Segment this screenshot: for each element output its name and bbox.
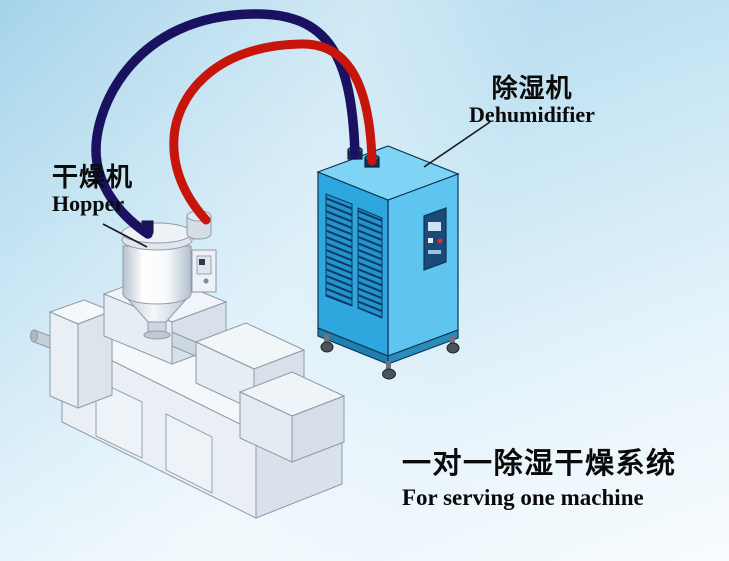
caster-fork <box>450 335 455 343</box>
system-title: 一对一除湿干燥系统 For serving one machine <box>402 448 677 511</box>
caster-wheel <box>446 342 460 354</box>
dehumidifier-leader-line <box>423 121 491 168</box>
dehumidifier-label-cn: 除湿机 <box>491 73 573 103</box>
dehumidifier-side-face <box>387 173 459 357</box>
hopper-label-en: Hopper <box>52 191 125 217</box>
dry-air-hose <box>169 39 377 225</box>
machine-front-panel <box>95 379 143 459</box>
caster-fork <box>324 334 329 342</box>
hopper-gauge-window <box>199 259 205 265</box>
extruder-machine <box>30 273 346 519</box>
caster-wheel <box>382 368 396 380</box>
vent-grille <box>357 207 383 319</box>
motor-box-front <box>49 311 79 409</box>
control-panel <box>423 207 447 271</box>
caster-fork <box>386 361 391 369</box>
hopper-label: 干燥机 Hopper <box>52 162 134 217</box>
hopper-leader-line <box>102 223 148 248</box>
system-title-en: For serving one machine <box>402 485 644 511</box>
dehumidifier-label: 除湿机 Dehumidifier <box>452 73 612 128</box>
hopper-label-cn: 干燥机 <box>52 162 134 192</box>
right-box-side <box>291 395 345 463</box>
control-button[interactable] <box>428 238 433 243</box>
control-slot <box>428 250 441 254</box>
caster-wheels <box>320 334 460 380</box>
caster-wheel <box>320 341 334 353</box>
die-face <box>30 329 38 343</box>
hopper-gauge-dial <box>203 278 209 284</box>
control-display <box>428 222 441 231</box>
dehumidifier-label-en: Dehumidifier <box>469 102 595 128</box>
vent-grille <box>325 193 353 307</box>
power-indicator <box>437 238 443 244</box>
dehumidifier-cabinet <box>316 145 460 380</box>
hopper-body <box>122 245 192 305</box>
hopper-flange <box>143 330 171 340</box>
system-title-cn: 一对一除湿干燥系统 <box>402 448 677 480</box>
machine-front-panel <box>165 413 213 494</box>
